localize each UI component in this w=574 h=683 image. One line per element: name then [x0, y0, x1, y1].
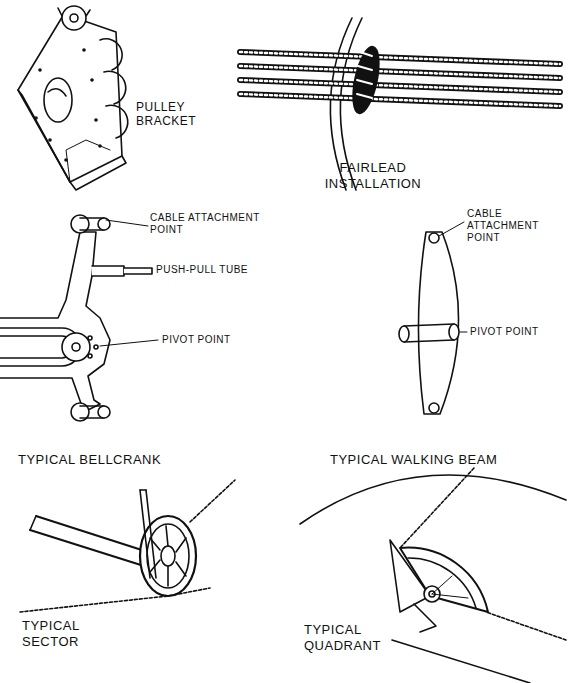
callout-label: PUSH-PULL TUBE	[156, 264, 266, 276]
callout-label: PIVOT POINT	[162, 334, 252, 346]
bellcrank	[0, 215, 158, 421]
callout-label: CABLE ATTACHMENT POINT	[150, 212, 262, 236]
figure-title: TYPICAL WALKING BEAM	[330, 452, 560, 468]
figure-title: TYPICAL SECTOR	[22, 618, 102, 649]
callout-label: PIVOT POINT	[470, 326, 560, 338]
figure-title: TYPICAL BELLCRANK	[18, 452, 218, 468]
walking-beam	[399, 222, 467, 414]
pulley-bracket	[18, 6, 128, 190]
cable	[240, 52, 560, 106]
quadrant	[300, 468, 566, 683]
sector	[20, 480, 235, 612]
part-label: FAIRLEAD INSTALLATION	[318, 160, 428, 191]
callout-label: CABLE ATTACHMENT POINT	[467, 208, 547, 244]
part-label: PULLEY BRACKET	[136, 100, 208, 129]
figure-title: TYPICAL QUADRANT	[304, 622, 396, 653]
